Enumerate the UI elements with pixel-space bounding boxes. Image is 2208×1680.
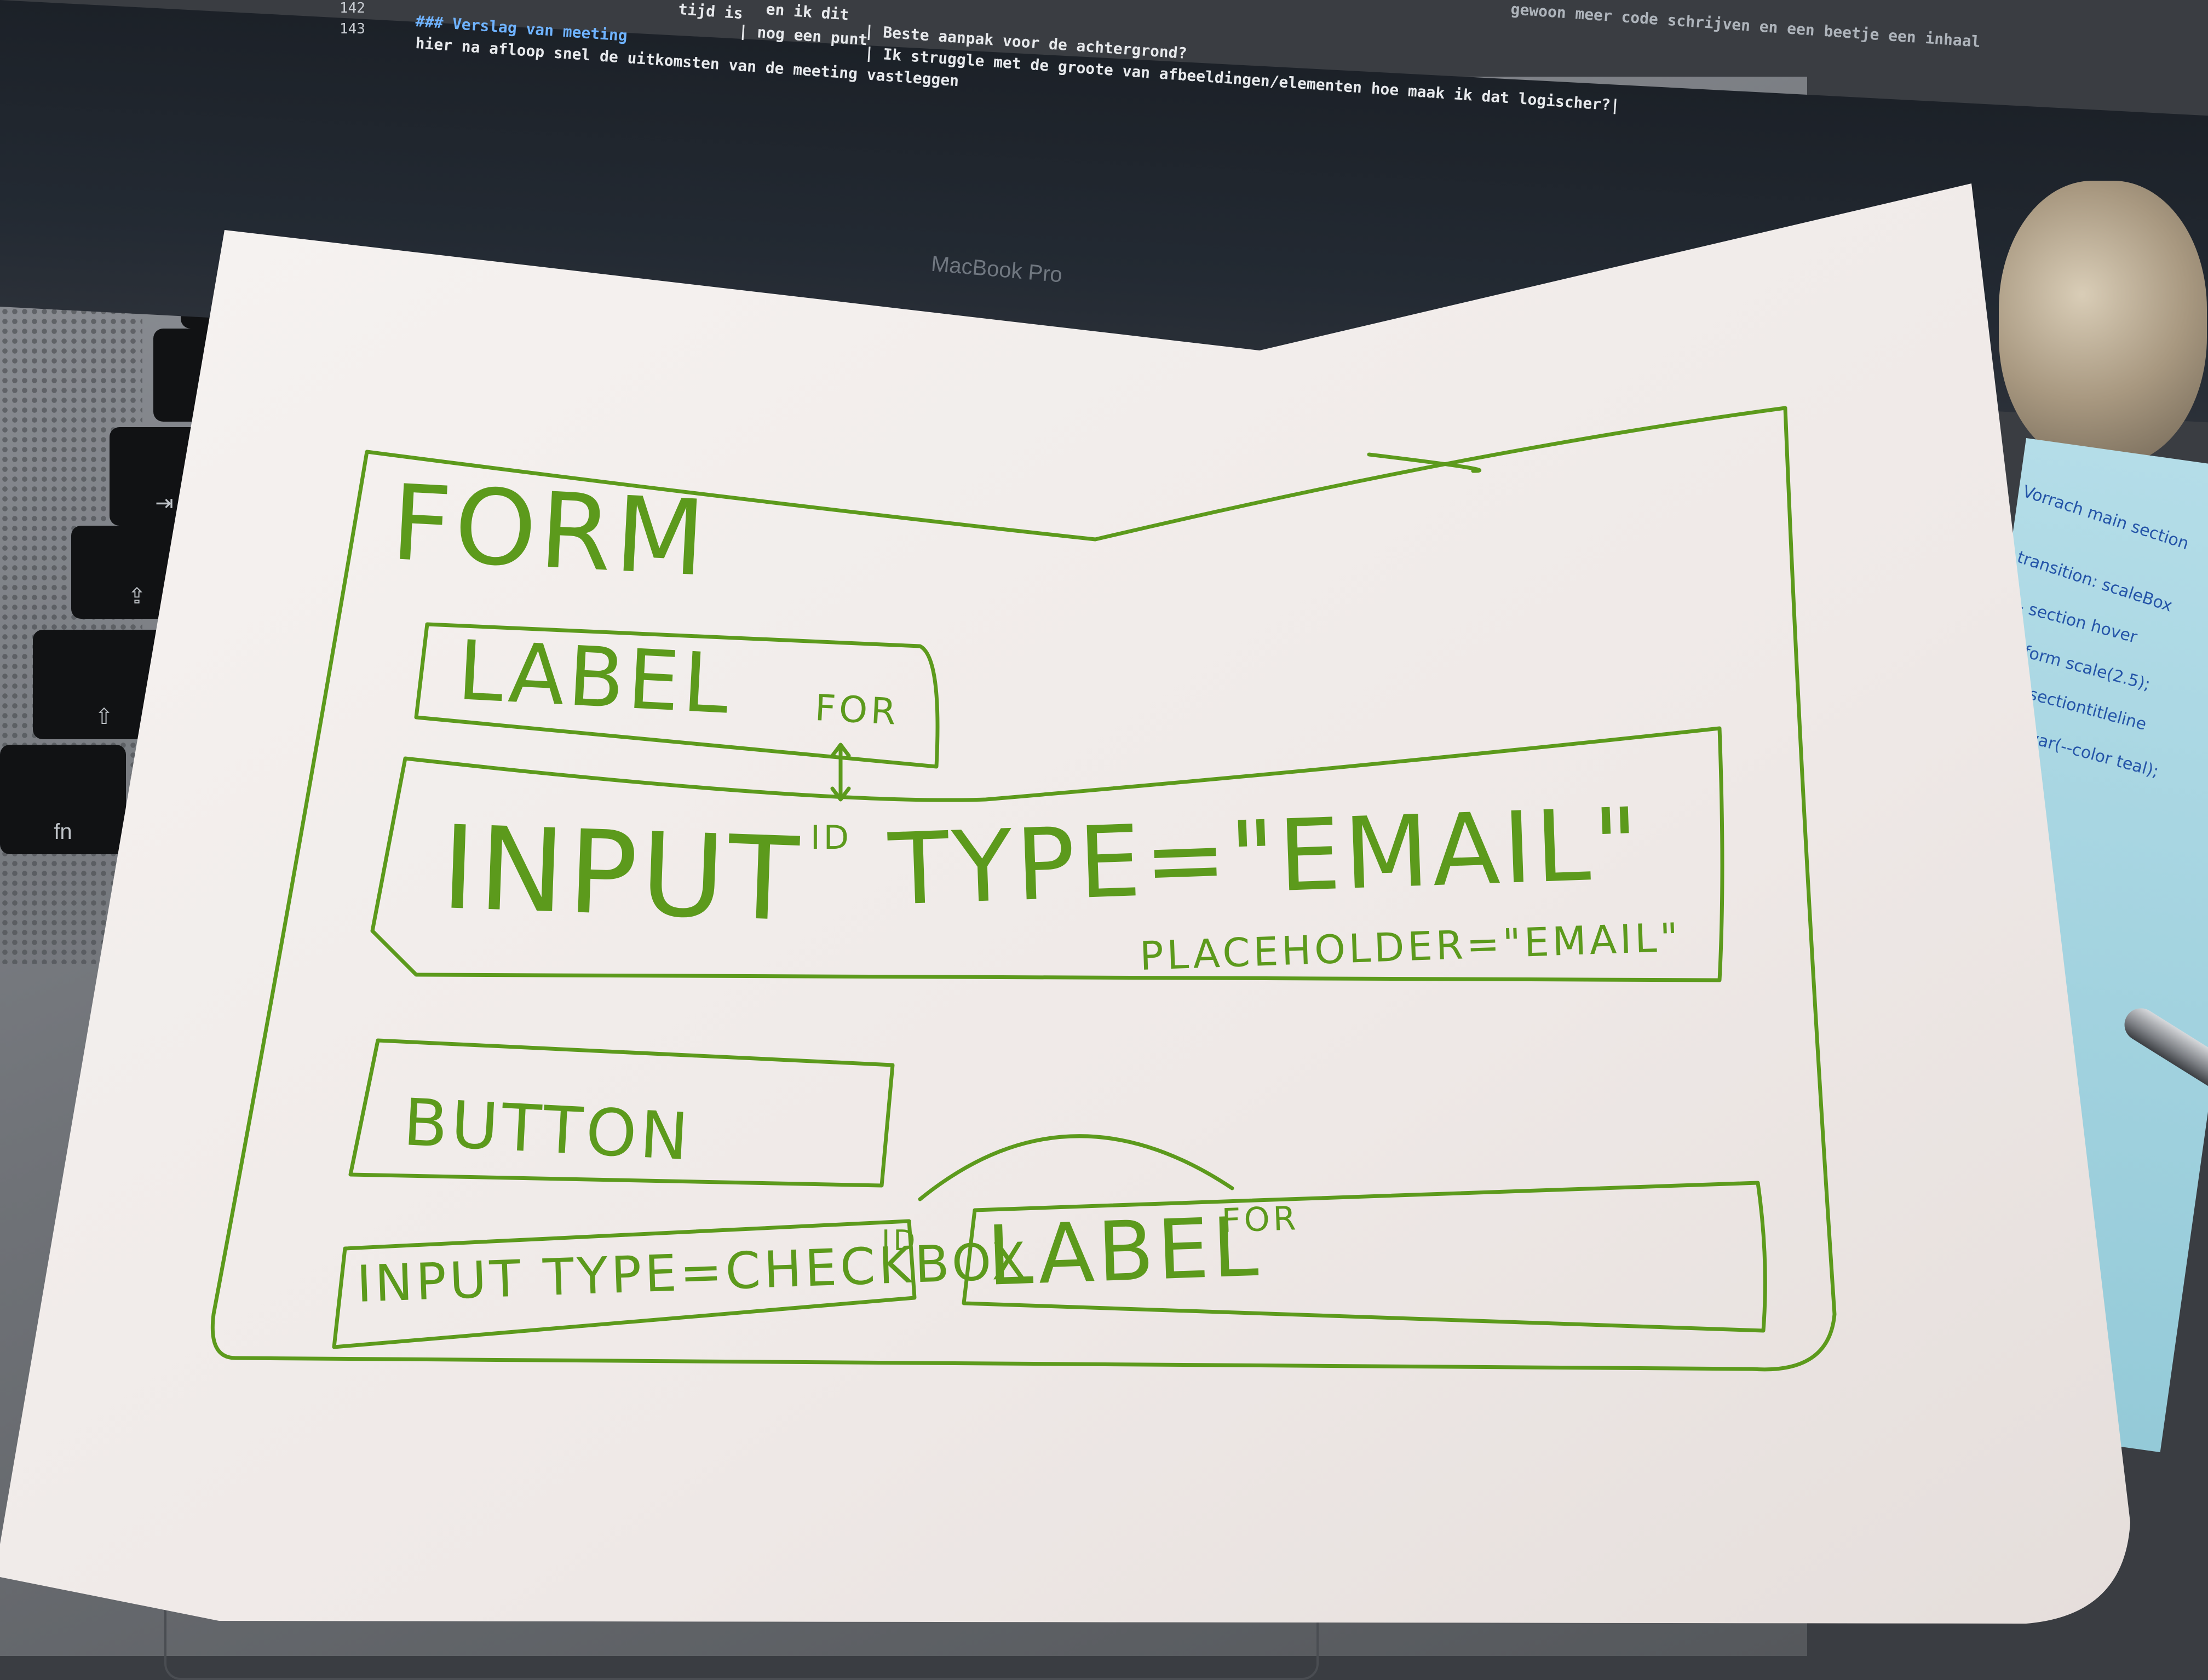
for-id-arrow — [830, 743, 851, 802]
input-id-attr: ID — [810, 819, 852, 857]
form-heading: FORM — [388, 462, 711, 600]
key-fn[interactable]: fn — [0, 745, 126, 854]
input-type-attr: TYPE="EMAIL" — [887, 786, 1645, 928]
connector-arc — [918, 1134, 1234, 1201]
label1-box — [414, 622, 940, 769]
label2-text: LABEL — [985, 1199, 1263, 1304]
button-text: BUTTON — [401, 1084, 694, 1175]
input-email-box — [370, 726, 1724, 982]
form-top-mark — [1367, 452, 1482, 473]
checkbox-id-attr: ID — [882, 1224, 919, 1257]
paper-sheet — [0, 183, 2130, 1624]
input-text: INPUT — [439, 801, 804, 947]
form-outline — [210, 406, 1837, 1372]
label1-text: LABEL — [455, 623, 734, 733]
line-number: 143 — [340, 21, 365, 37]
woven-object — [1999, 181, 2207, 465]
label2-for-attr: FOR — [1221, 1199, 1300, 1240]
button-box — [348, 1038, 895, 1188]
line-number: 142 — [340, 0, 365, 16]
checkbox-input-box — [332, 1219, 917, 1349]
label2-box — [962, 1181, 1767, 1333]
label1-for-attr: FOR — [814, 687, 900, 733]
